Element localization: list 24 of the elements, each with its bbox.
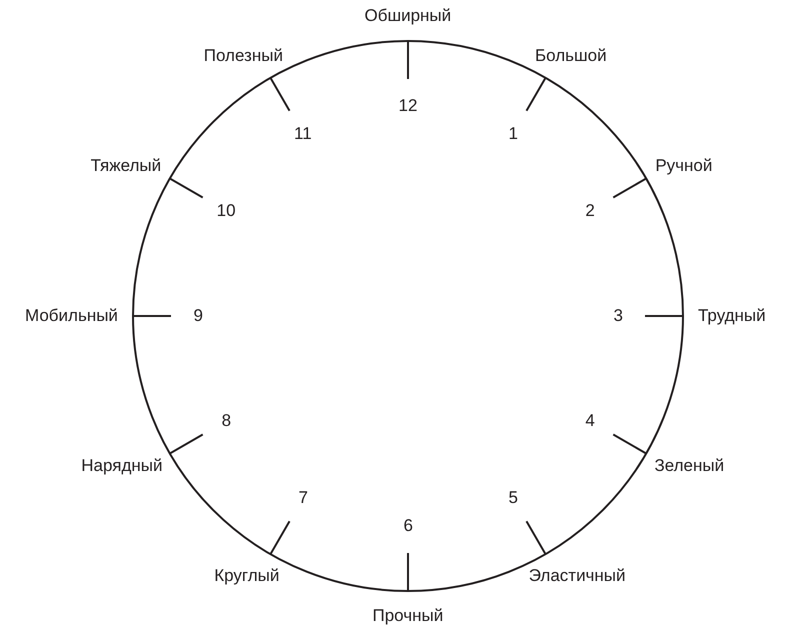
word-label: Мобильный (25, 306, 118, 326)
word-label: Ручной (655, 156, 712, 176)
word-label: Круглый (214, 566, 280, 586)
word-label: Нарядный (81, 456, 162, 476)
hour-number: 4 (585, 411, 595, 432)
word-label: Тяжелый (90, 156, 162, 176)
hour-number: 5 (508, 488, 518, 508)
hour-number: 12 (398, 96, 418, 116)
hour-number: 7 (298, 488, 308, 508)
hour-number: 9 (194, 306, 203, 326)
hour-number: 1 (508, 124, 518, 145)
word-label: Эластичный (528, 566, 626, 586)
hour-number: 11 (294, 124, 312, 145)
hour-number: 3 (614, 306, 623, 326)
word-label: Прочный (372, 606, 444, 626)
word-label: Обширный (364, 6, 452, 26)
hour-number: 8 (222, 411, 232, 432)
word-label: Трудный (698, 306, 766, 326)
word-label: Полезный (204, 46, 283, 67)
hour-number: 2 (585, 201, 595, 222)
word-label: Большой (535, 46, 607, 67)
word-label: Зеленый (654, 456, 724, 476)
hour-number: 6 (404, 516, 413, 536)
hour-number: 10 (216, 201, 236, 222)
